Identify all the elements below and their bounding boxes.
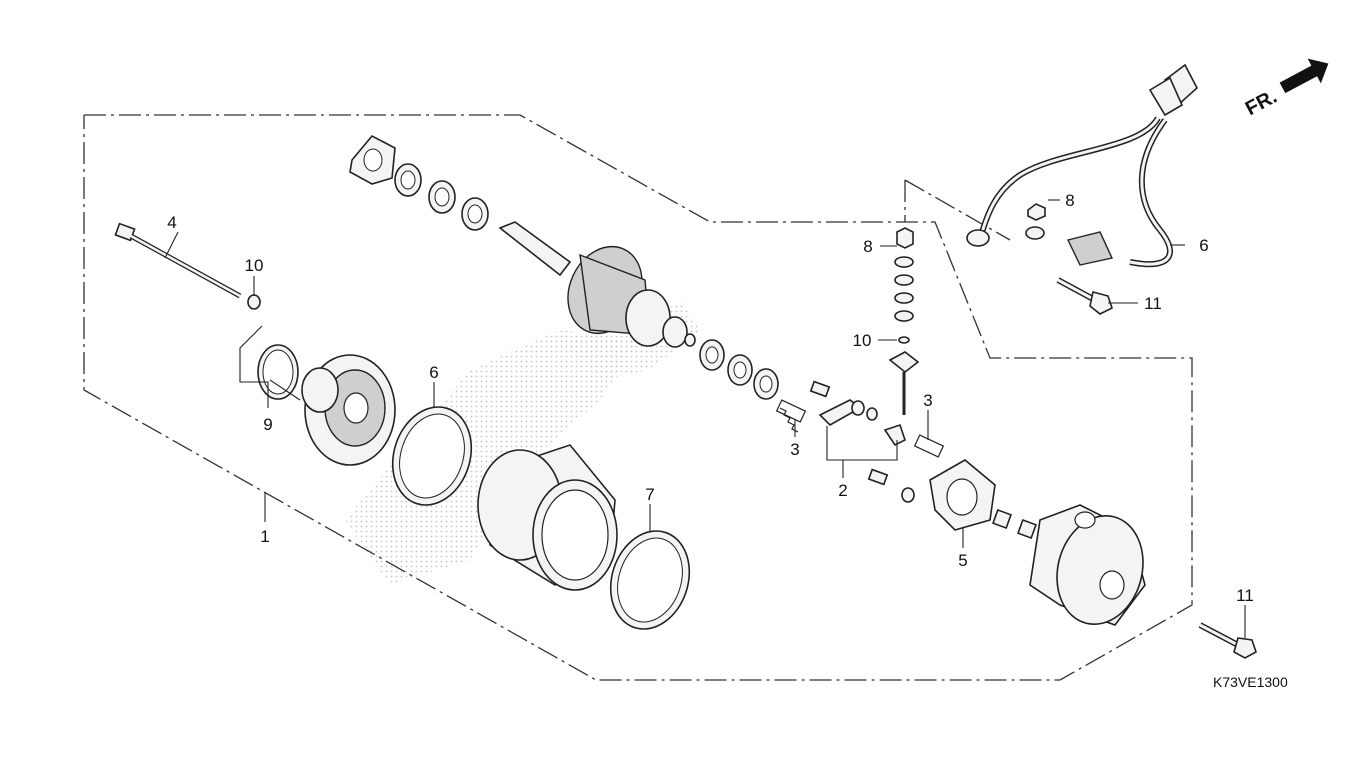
diagram-code: K73VE1300 bbox=[1213, 674, 1288, 690]
cable-harness bbox=[966, 63, 1198, 268]
yoke-housing bbox=[477, 444, 618, 591]
armature bbox=[498, 221, 696, 348]
assembly-boundary bbox=[83, 114, 1193, 681]
diagram-background bbox=[28, 35, 1346, 700]
washer-small bbox=[247, 294, 261, 310]
leader-lines bbox=[164, 199, 1246, 638]
callout-5: 5 bbox=[958, 551, 967, 570]
shim-washers-rear bbox=[699, 339, 779, 400]
long-bolt bbox=[114, 222, 242, 299]
callout-3-left: 3 bbox=[790, 440, 799, 459]
brush-spring-left bbox=[775, 399, 807, 433]
brush-set bbox=[809, 380, 915, 503]
bolt-terminal bbox=[1056, 277, 1113, 315]
gasket-ring-front bbox=[391, 406, 473, 506]
callouts: 4 10 9 6 7 1 2 3 3 5 8 10 8 6 11 11 bbox=[167, 191, 1254, 605]
shim-washers-front bbox=[394, 163, 489, 231]
callout-8-stack: 8 bbox=[863, 237, 872, 256]
brush-holder bbox=[929, 459, 1037, 539]
callout-11-top: 11 bbox=[1144, 294, 1162, 313]
lock-plate bbox=[349, 134, 396, 185]
front-direction-arrow-icon bbox=[1279, 58, 1329, 94]
callout-4: 4 bbox=[167, 213, 176, 232]
callout-11-bottom: 11 bbox=[1236, 586, 1254, 605]
callout-1: 1 bbox=[260, 527, 269, 546]
terminal-stack bbox=[888, 227, 920, 415]
callout-6-rear: 7 bbox=[645, 485, 654, 504]
callout-3-right: 3 bbox=[923, 391, 932, 410]
rear-cover bbox=[1029, 504, 1146, 626]
gasket-ring-rear bbox=[609, 530, 691, 630]
front-cover bbox=[301, 354, 396, 466]
callout-9: 9 bbox=[263, 415, 272, 434]
callout-8-harness: 8 bbox=[1065, 191, 1074, 210]
callout-10-stack: 10 bbox=[853, 331, 872, 350]
callout-10-left: 10 bbox=[245, 256, 264, 275]
brush-spring-right bbox=[913, 434, 945, 458]
callout-2: 2 bbox=[838, 481, 847, 500]
bolt-rear bbox=[1198, 622, 1257, 659]
o-ring bbox=[257, 344, 299, 400]
callout-7: 6 bbox=[1199, 236, 1208, 255]
callout-6-front: 6 bbox=[429, 363, 438, 382]
